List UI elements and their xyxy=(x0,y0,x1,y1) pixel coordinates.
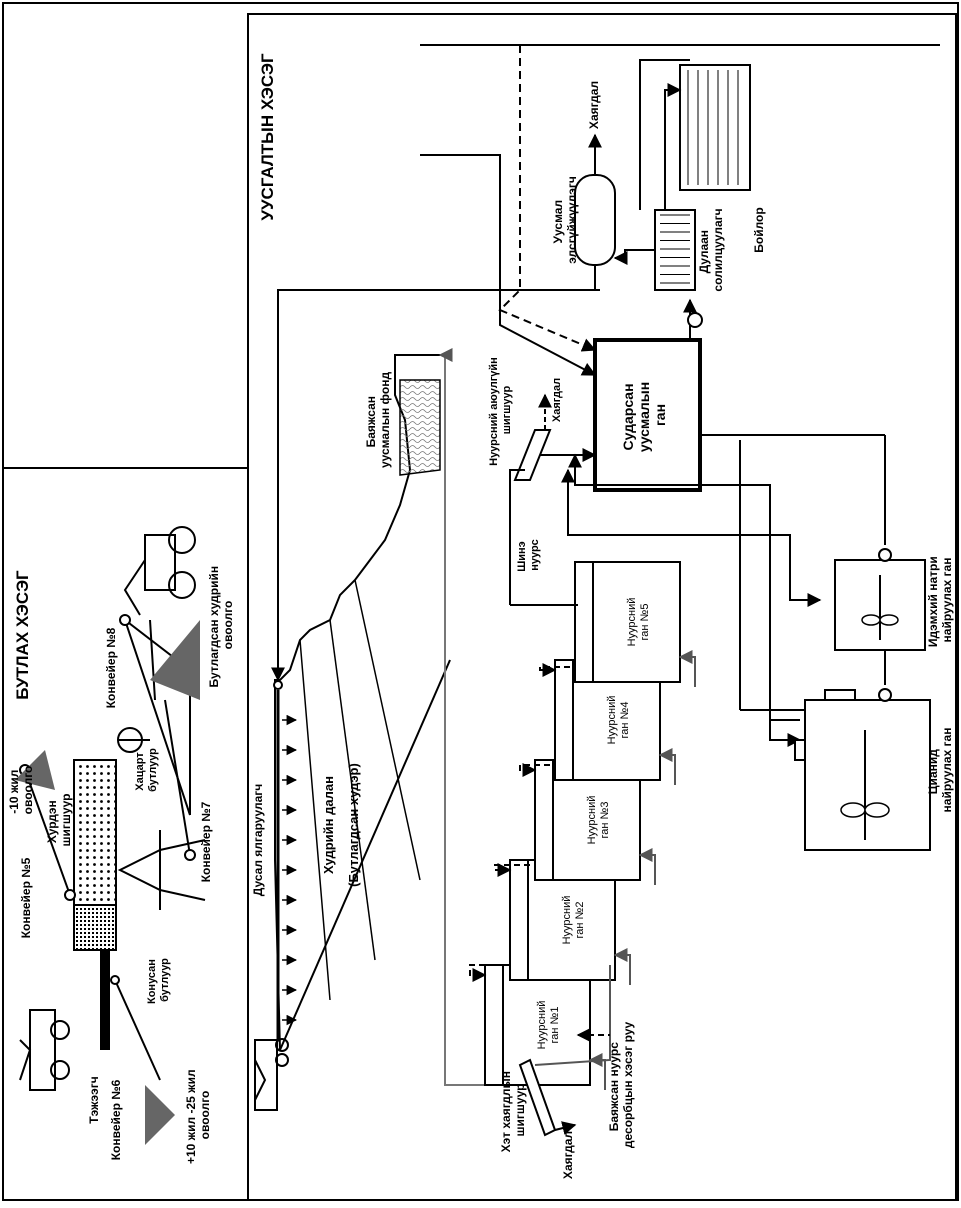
loader-icon xyxy=(123,526,196,616)
conveyor5-label: Конвейер №5 xyxy=(19,857,33,938)
cone-crusher-label: Конусан бутлуур xyxy=(146,956,171,1004)
naoh-tank-label: Идэмхий натри найруулах ган xyxy=(926,553,954,647)
carbon-transfer-arrow xyxy=(539,663,570,677)
pile-minus10-label: -10 жил овоолго xyxy=(7,766,35,815)
waste2-label: Хаягдал xyxy=(551,378,563,422)
waste3-label: Хаягдал xyxy=(587,81,601,129)
cyanide-tank-shape xyxy=(804,699,931,851)
carbon-transfer-arrow xyxy=(519,763,550,777)
carbon-tank-rim xyxy=(534,759,554,881)
waste-screen-label: Хэт хаягдлын шигшуур xyxy=(499,1068,527,1153)
carbon-tank-5: Нуурснийган №5 xyxy=(539,561,696,687)
carbon-tank-label: Нуурснийган №3 xyxy=(586,796,611,845)
pile-minus10-shape xyxy=(15,750,55,790)
cyanide-tank-label: Цианид найруулах ган xyxy=(926,728,954,813)
solution-flow-arrow xyxy=(588,1053,606,1090)
pile-plus10-label: +10 жил -25 жил овоолго xyxy=(184,1066,212,1164)
safety-screen-shape xyxy=(513,429,552,481)
heat-exchanger-label: Дулаан солилцуулагч xyxy=(697,208,725,291)
heap-sub-label: (Бутлагдсан худэр) xyxy=(346,763,361,887)
waste1-label: Хаягдал xyxy=(561,1131,575,1179)
electrolyzer-shape xyxy=(574,174,616,266)
carbon-tank-label: Нуурснийган №5 xyxy=(626,598,651,647)
carbon-tank-rim xyxy=(509,859,529,981)
boiler-shape xyxy=(679,64,751,191)
screen-label: Хурдэн шигшуур xyxy=(45,794,73,847)
truck-icon-crushing xyxy=(19,1009,70,1091)
pump-icon xyxy=(687,312,703,328)
fine-carbon-label: Шинэ нуурс xyxy=(516,538,541,572)
cone-crusher-shape xyxy=(117,848,161,892)
enriched-carbon-label: Баяжсан нуурс десорбцын хэсэг руу xyxy=(607,1022,635,1149)
barren-tank-label: Сударсан уусмалын ган xyxy=(620,378,668,452)
sprinkler-label: Дусал ялгаруулагч xyxy=(251,784,265,896)
solution-flow-arrow xyxy=(658,748,676,785)
conveyor6-label: Конвейер №6 xyxy=(109,1079,123,1160)
heat-exchanger-shape xyxy=(654,209,696,291)
carbon-tank-rim xyxy=(484,964,504,1086)
carbon-tank-label: Нуурснийган №4 xyxy=(606,696,631,745)
crushing-section-title: БУТЛАХ ХЭСЭГ xyxy=(13,570,32,700)
heap-label: Худрийн далан xyxy=(321,776,336,874)
truck-icon-leaching xyxy=(254,1038,289,1111)
boiler-label: Бойлор xyxy=(752,207,766,252)
carbon-transfer-arrow xyxy=(469,964,505,982)
carbon-tank-rim xyxy=(554,659,574,781)
solution-flow-arrow xyxy=(678,650,696,687)
leaching-section: Нуурснийган №1 Нуурснийган №2 Нуурснийган … xyxy=(254,44,940,1137)
feeder-bar xyxy=(100,950,110,1050)
crushed-pile-shape xyxy=(150,620,200,700)
electrolyzer-label: Уусмал элсгүйжүүлэгч xyxy=(551,176,579,264)
solution-flow-arrow xyxy=(613,948,631,985)
conveyor8-label: Конвейер №8 xyxy=(104,627,118,708)
safety-screen-label: Нуурсний аюулгүйн шигшуур xyxy=(488,354,513,466)
carbon-tank-label: Нуурснийган №2 xyxy=(561,896,586,945)
pond-shape xyxy=(399,379,441,476)
pile-plus10-shape xyxy=(145,1085,175,1145)
leaching-section-title: УУСГАЛТЫН ХЭСЭГ xyxy=(258,53,277,221)
carbon-tank-rim xyxy=(574,561,594,683)
feeder-label: Тэжээгч xyxy=(87,1076,101,1124)
conveyor7-label: Конвейер №7 xyxy=(199,801,213,882)
jaw-crusher-label: Хацарт бутлуур xyxy=(134,748,159,792)
conveyor8-frame xyxy=(123,617,191,816)
crushed-pile-label: Бутлагдсан худрийн овоолго xyxy=(207,563,235,688)
pond-label: Баяжсан уусмалын фонд xyxy=(364,372,392,468)
crushing-section xyxy=(15,526,206,1145)
barren-tank-shape xyxy=(593,338,702,492)
solution-flow-arrow xyxy=(638,848,656,885)
carbon-tank-label: Нуурснийган №1 xyxy=(536,1001,561,1050)
